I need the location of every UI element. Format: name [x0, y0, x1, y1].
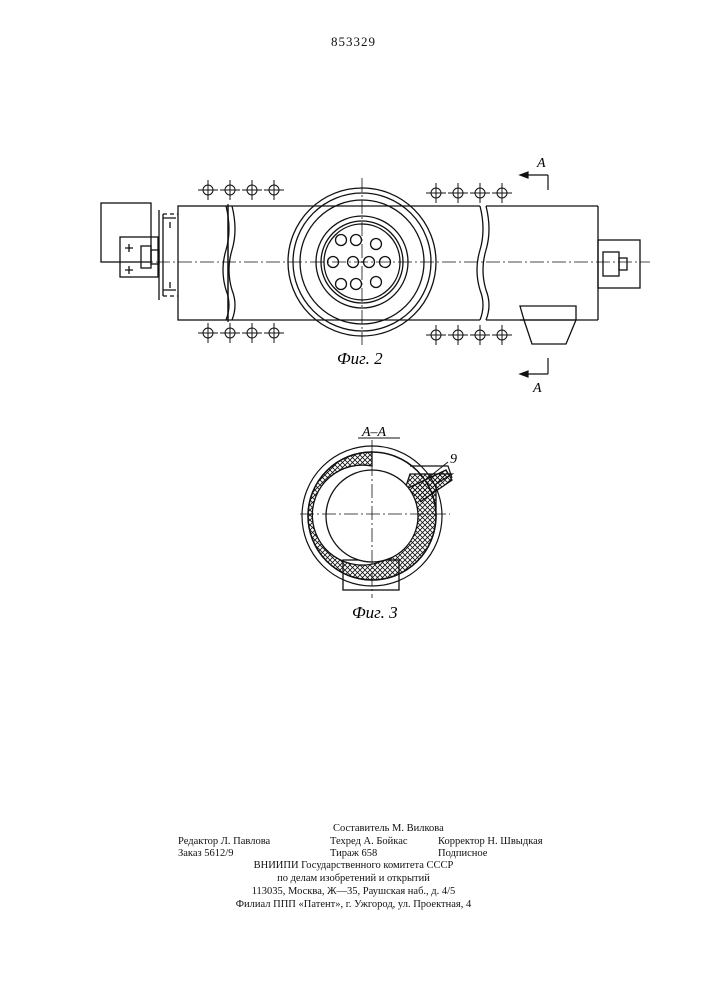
compiler: Составитель М. Вилкова [333, 822, 444, 835]
section-mark-top [520, 172, 548, 190]
figure-3-caption: Фиг. 3 [352, 603, 398, 622]
fastener-row-bottom [198, 323, 512, 345]
callout-9: 9 [450, 452, 457, 467]
figure-3-drawing [302, 446, 452, 590]
discharge-hopper [520, 306, 576, 344]
address-line: 113035, Москва, Ж—35, Раушская наб., д. … [0, 885, 707, 898]
branch-line: Филиал ППП «Патент», г. Ужгород, ул. Про… [0, 898, 707, 911]
section-letter-top: A [536, 156, 546, 171]
publisher-block: ВНИИПИ Государственного комитета СССР по… [0, 859, 707, 911]
figure-2-caption: Фиг. 2 [337, 349, 383, 368]
org-line-1: ВНИИПИ Государственного комитета СССР [0, 859, 707, 872]
left-end-cap [178, 206, 228, 320]
left-coupling-block [120, 237, 158, 277]
section-letter-bottom: A [532, 381, 542, 396]
org-line-2: по делам изобретений и открытий [0, 872, 707, 885]
section-mark-bottom [520, 358, 548, 377]
left-motor-body [101, 203, 151, 262]
figure-2-drawing [101, 188, 640, 344]
fastener-row-top [198, 180, 512, 203]
